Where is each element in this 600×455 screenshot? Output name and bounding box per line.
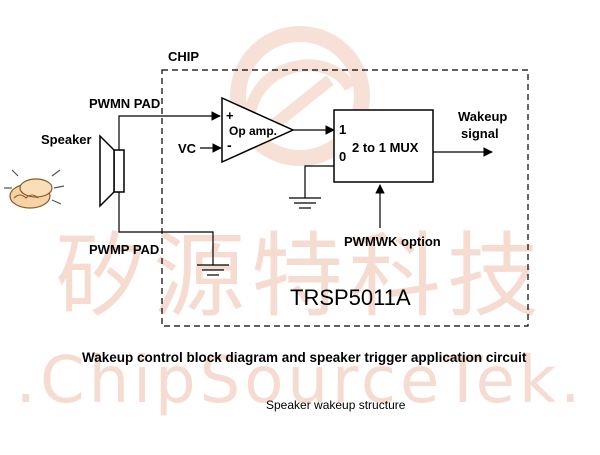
speaker-label: Speaker: [41, 132, 92, 147]
mux-label: 2 to 1 MUX: [352, 140, 419, 155]
chip-label: CHIP: [168, 49, 199, 64]
diagram-caption: Speaker wakeup structure: [266, 398, 406, 412]
mux-input-1: 1: [339, 122, 346, 137]
mux-input-0: 0: [339, 149, 346, 164]
watermark-logo: [230, 26, 370, 166]
op-amp-label: Op amp.: [229, 124, 277, 138]
ground-icon: [197, 264, 229, 276]
watermark-latin: .ChipSourceTek.: [16, 344, 585, 418]
pwmp-wire: [118, 192, 214, 265]
diagram-title: Wakeup control block diagram and speaker…: [82, 350, 527, 365]
op-amp-triangle: [221, 96, 295, 164]
pwmn-pad-label: PWMN PAD: [89, 96, 160, 111]
mux-box: [333, 109, 434, 183]
pwmn-wire: [118, 111, 221, 150]
chip-part-number: TRSP5011A: [290, 285, 411, 310]
op-amp-minus: -: [227, 137, 232, 153]
ground-icon: [289, 197, 321, 209]
vc-label: VC: [178, 141, 197, 156]
chip-boundary: [161, 69, 529, 327]
mux-input-0-wire: [304, 165, 334, 198]
wakeup-signal-label: Wakeup signal: [458, 109, 511, 141]
pwmp-pad-label: PWMP PAD: [89, 242, 159, 257]
watermark-chinese: 矽源特科技: [55, 223, 545, 330]
hand-clap-icon: [4, 169, 65, 209]
wakeup-line2: signal: [461, 126, 499, 141]
wakeup-line1: Wakeup: [458, 109, 507, 124]
pwmwk-option-label: PWMWK option: [344, 234, 441, 249]
op-amp-plus: +: [226, 108, 234, 123]
speaker-icon: [99, 134, 125, 208]
